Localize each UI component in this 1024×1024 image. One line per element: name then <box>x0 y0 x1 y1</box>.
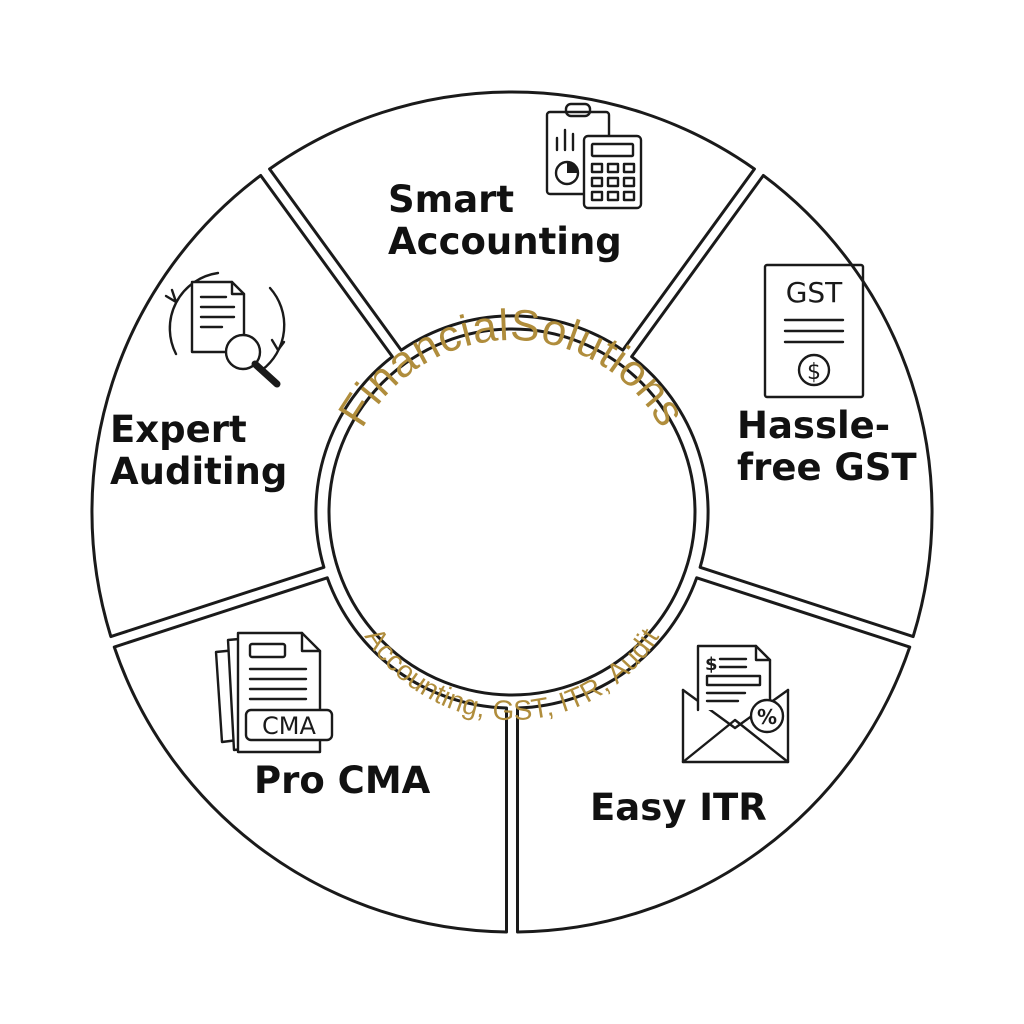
segment-label-line1: Expert <box>110 408 247 451</box>
segment-shape-hassle-free-gst[interactable] <box>630 173 934 639</box>
segment-shape-pro-cma[interactable] <box>112 576 508 934</box>
calculator-clipboard-icon <box>545 102 643 210</box>
tax-envelope-icon: $ % <box>681 644 790 764</box>
segment-label-line1: Pro CMA <box>254 759 431 802</box>
segment-label-line2: Accounting <box>388 220 622 263</box>
audit-magnifier-icon <box>164 271 286 388</box>
dollar-icon: $ <box>807 360 821 385</box>
gst-icon-text: GST <box>786 276 843 309</box>
percent-icon: % <box>757 705 777 729</box>
segment-label-line1: Easy ITR <box>590 786 767 829</box>
segment-label-line2: Auditing <box>110 450 287 493</box>
segment-label-line1: Hassle- <box>737 404 890 447</box>
segment-label-line2: free GST <box>737 446 917 489</box>
segment-expert-auditing[interactable]: Expert Auditing <box>110 271 287 493</box>
cma-icon-text: CMA <box>262 712 316 740</box>
segment-label-line1: Smart <box>388 178 514 221</box>
hub-circle <box>327 327 697 697</box>
segment-shape-easy-itr[interactable] <box>516 576 912 934</box>
segment-pro-cma[interactable]: CMA Pro CMA <box>214 631 431 802</box>
segment-hassle-free-gst[interactable]: GST $ Hassle- free GST <box>737 263 917 489</box>
cma-document-icon: CMA <box>214 631 334 754</box>
dollar-sign-icon: $ <box>705 654 718 675</box>
segment-easy-itr[interactable]: $ % Easy ITR <box>590 644 790 829</box>
gst-document-icon: GST $ <box>763 263 865 399</box>
segment-smart-accounting[interactable]: Smart Accounting <box>388 102 643 263</box>
segment-shape-expert-auditing[interactable] <box>90 173 394 639</box>
